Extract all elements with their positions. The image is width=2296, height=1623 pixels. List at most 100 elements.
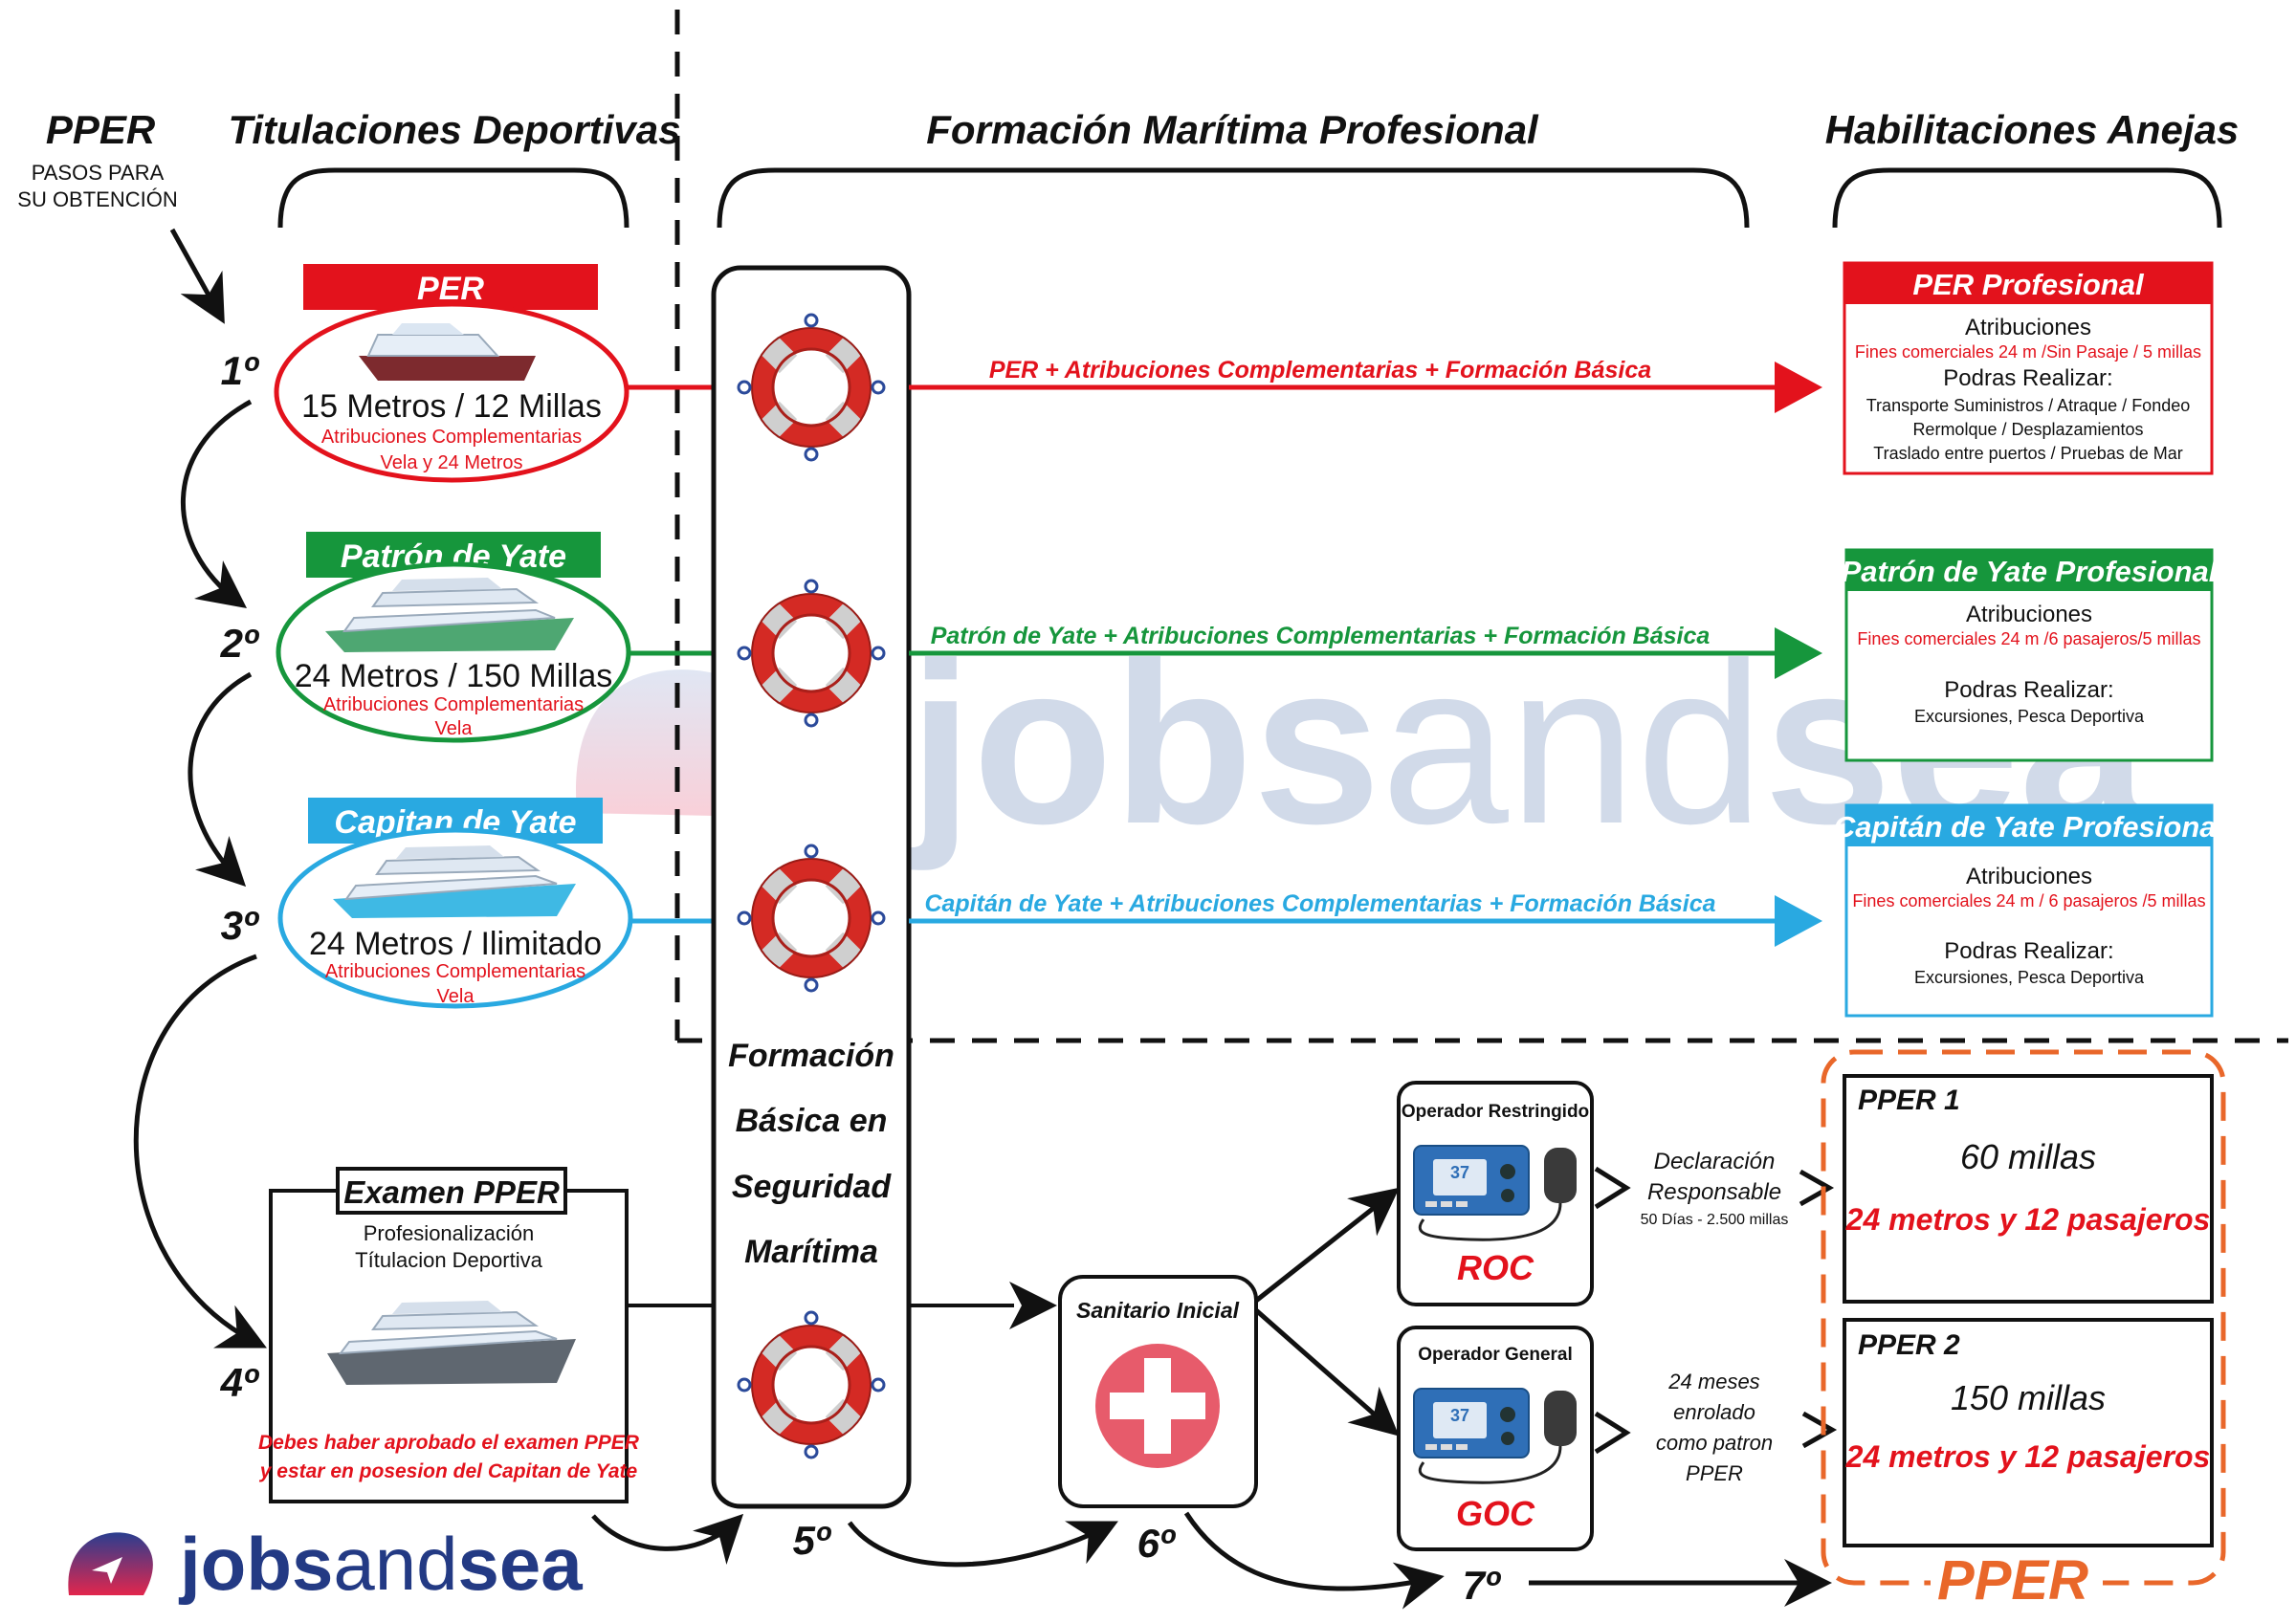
per-profesional-fines: Fines comerciales 24 m /Sin Pasaje / 5 m… bbox=[1855, 342, 2201, 362]
examen-pper-sub-2: Títulacion Deportiva bbox=[355, 1248, 542, 1272]
examen-pper-box: Examen PPER Profesionalización Títulacio… bbox=[258, 1167, 640, 1503]
patron-main: 24 Metros / 150 Millas bbox=[295, 658, 613, 694]
step-label-4: 4º bbox=[220, 1360, 259, 1405]
declaracion-chevron bbox=[1799, 1169, 1835, 1207]
pper-subtitle-1: PASOS PARA bbox=[32, 161, 165, 185]
sanitario-title: Sanitario Inicial bbox=[1076, 1298, 1240, 1323]
patron-profesional-header bbox=[1846, 550, 2212, 591]
titulaciones-header: Titulaciones Deportivas bbox=[228, 107, 680, 152]
per-label: PER bbox=[417, 271, 484, 307]
sanitario-branch-arrows bbox=[1254, 1187, 1400, 1437]
svg-text:jobsandsea: jobsandsea bbox=[178, 1522, 583, 1606]
pper-1-title: PPER 1 bbox=[1858, 1085, 1960, 1116]
declaracion-line-3: 50 Días - 2.500 millas bbox=[1641, 1212, 1789, 1228]
goc-title: Operador General bbox=[1418, 1345, 1573, 1365]
title-card-patron-yate: Patrón de Yate 24 Metros / 150 Millas At… bbox=[276, 532, 631, 743]
roc-radio-display: 37 bbox=[1450, 1163, 1469, 1182]
per-profesional-line-3: Traslado entre puertos / Pruebas de Mar bbox=[1873, 444, 2183, 463]
logo-arrow-icon bbox=[92, 1557, 122, 1584]
arrow-capitan-label: Capitán de Yate + Atribuciones Complemen… bbox=[924, 890, 1715, 917]
box-per-profesional: PER Profesional Atribuciones Fines comer… bbox=[1843, 261, 2214, 475]
pper-1-millas: 60 millas bbox=[1960, 1137, 2096, 1176]
pper-2-detalle: 24 metros y 12 pasajeros bbox=[1845, 1439, 2211, 1474]
formacion-basica-line-2: Básica en bbox=[736, 1103, 888, 1139]
arrow-5-to-6 bbox=[847, 1521, 1118, 1568]
goc-label: GOC bbox=[1456, 1494, 1535, 1533]
arrow-capitan-profesional: Capitán de Yate + Atribuciones Complemen… bbox=[909, 890, 1822, 947]
patron-profesional-line-1: Excursiones, Pesca Deportiva bbox=[1914, 707, 2145, 726]
arrow-per-label: PER + Atribuciones Complementarias + For… bbox=[989, 357, 1651, 384]
capitan-profesional-line-1: Excursiones, Pesca Deportiva bbox=[1914, 968, 2145, 987]
step-label-5: 5º bbox=[793, 1518, 831, 1563]
box-patron-profesional: Patrón de Yate Profesional Atribuciones … bbox=[1842, 548, 2219, 762]
per-profesional-line-2: Rermolque / Desplazamientos bbox=[1912, 420, 2143, 439]
title-card-per: PER 15 Metros / 12 Millas Atribuciones C… bbox=[274, 264, 629, 483]
arrow-start-to-1 bbox=[169, 228, 225, 324]
arrow-per-profesional: PER + Atribuciones Complementarias + For… bbox=[909, 357, 1822, 413]
formacion-header: Formación Marítima Profesional bbox=[926, 107, 1539, 152]
enrolado-line-4: PPER bbox=[1686, 1461, 1743, 1485]
arrow-4-to-5 bbox=[591, 1513, 744, 1565]
step-label-3: 3º bbox=[221, 903, 259, 948]
patron-profesional-title: Patrón de Yate Profesional bbox=[1842, 555, 2219, 588]
roc-label: ROC bbox=[1457, 1248, 1534, 1287]
header-brackets bbox=[277, 167, 2222, 229]
pper-2-box: PPER 2 150 millas 24 metros y 12 pasajer… bbox=[1843, 1318, 2214, 1547]
pper-1-detalle: 24 metros y 12 pasajeros bbox=[1845, 1202, 2211, 1237]
examen-pper-note-2: y estar en posesion del Capitan de Yate bbox=[259, 1460, 638, 1482]
per-profesional-title: PER Profesional bbox=[1912, 268, 2145, 301]
arrow-3-to-4 bbox=[133, 954, 267, 1349]
capitan-main: 24 Metros / Ilimitado bbox=[309, 926, 602, 962]
step-label-6: 6º bbox=[1137, 1521, 1176, 1566]
enrolado-line-1: 24 meses bbox=[1667, 1370, 1759, 1393]
capitan-profesional-fines: Fines comerciales 24 m / 6 pasajeros /5 … bbox=[1852, 891, 2205, 910]
bracket-habilitaciones bbox=[1832, 167, 2222, 229]
pper-subtitle-2: SU OBTENCIÓN bbox=[17, 187, 177, 211]
capitan-ellipse bbox=[277, 827, 633, 1009]
roc-chevron bbox=[1594, 1166, 1631, 1210]
patron-profesional-fines: Fines comerciales 24 m /6 pasajeros/5 mi… bbox=[1857, 629, 2200, 648]
capitan-profesional-podras: Podras Realizar: bbox=[1944, 938, 2113, 964]
roc-box: Operador Restringido 37 ROC bbox=[1397, 1081, 1594, 1306]
habilitaciones-header: Habilitaciones Anejas bbox=[1825, 107, 2240, 152]
arrow-patron-profesional: Patrón de Yate + Atribuciones Complement… bbox=[909, 623, 1822, 679]
watermark-text-jobs: jobs bbox=[905, 615, 1380, 871]
per-sub-1: Atribuciones Complementarias bbox=[321, 427, 582, 448]
arrow-1-to-2 bbox=[181, 399, 253, 609]
examen-boat-icon bbox=[327, 1301, 576, 1385]
pper-header: PPER bbox=[46, 107, 156, 152]
step-label-1: 1º bbox=[221, 348, 259, 393]
capitan-profesional-header bbox=[1846, 805, 2212, 846]
arrow-2-to-3 bbox=[188, 671, 253, 888]
step-label-2: 2º bbox=[220, 621, 259, 666]
enrolado-line-3: como patron bbox=[1656, 1431, 1773, 1455]
enrolado-chevron bbox=[1801, 1411, 1838, 1449]
roc-title: Operador Restringido bbox=[1402, 1102, 1589, 1122]
pper-2-millas: 150 millas bbox=[1951, 1378, 2106, 1417]
goc-box: Operador General 37 GOC bbox=[1397, 1326, 1594, 1551]
patron-sub-2: Vela bbox=[435, 718, 474, 739]
formacion-basica-line-3: Seguridad bbox=[732, 1169, 892, 1205]
declaracion-line-1: Declaración bbox=[1654, 1149, 1776, 1174]
bracket-titulaciones bbox=[277, 167, 629, 229]
formacion-basica-line-1: Formación bbox=[728, 1038, 894, 1074]
arrow-sanitario-to-roc bbox=[1254, 1187, 1400, 1303]
jobsandsea-logo[interactable]: jobsandsea bbox=[68, 1522, 583, 1606]
patron-profesional-atrib: Atribuciones bbox=[1966, 602, 2092, 627]
capitan-profesional-atrib: Atribuciones bbox=[1966, 864, 2092, 889]
enrolado-line-2: enrolado bbox=[1673, 1400, 1755, 1424]
per-sub-2: Vela y 24 Metros bbox=[381, 452, 523, 473]
pper-final-label: PPER bbox=[1937, 1549, 2088, 1612]
title-card-capitan-yate: Capitan de Yate 24 Metros / Ilimitado At… bbox=[277, 798, 633, 1009]
declaracion-line-2: Responsable bbox=[1647, 1179, 1781, 1205]
formacion-basica-line-4: Marítima bbox=[744, 1234, 878, 1270]
per-main: 15 Metros / 12 Millas bbox=[301, 388, 602, 425]
capitan-profesional-title: Capitán de Yate Profesional bbox=[1834, 810, 2226, 844]
logo-text-jobs: jobs bbox=[178, 1522, 333, 1606]
logo-text-sea: sea bbox=[457, 1522, 583, 1606]
per-profesional-atrib: Atribuciones bbox=[1965, 315, 2091, 340]
per-boat-icon bbox=[359, 323, 536, 381]
patron-profesional-podras: Podras Realizar: bbox=[1944, 677, 2113, 703]
capitan-sub-1: Atribuciones Complementarias bbox=[325, 961, 585, 982]
